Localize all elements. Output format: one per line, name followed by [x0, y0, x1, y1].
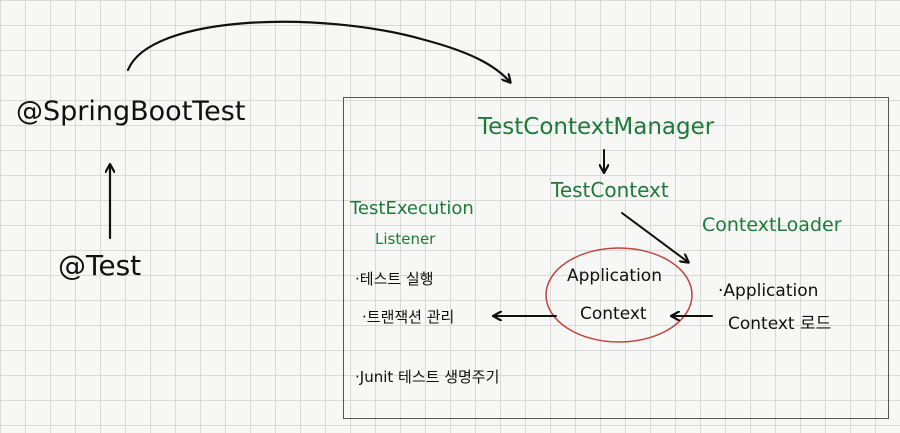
arrow-springboottest-to-frame [126, 20, 510, 82]
application-context-circle [545, 247, 693, 343]
test-context-label: TestContext [551, 178, 669, 202]
springboottest-label: @SpringBootTest [16, 96, 246, 127]
test-label: @Test [58, 249, 142, 282]
context-loader-label: ContextLoader [702, 214, 842, 236]
listener-item-transaction: ·트랜잭션 관리 [362, 308, 455, 326]
listener-item-junit-lifecycle: ·Junit 테스트 생명주기 [355, 368, 500, 386]
test-context-manager-label: TestContextManager [478, 114, 715, 140]
application-context-label-line1: Application [567, 266, 662, 286]
application-context-label-line2: Context [580, 304, 647, 324]
loader-note-line2: Context 로드 [728, 314, 832, 334]
listener-item-run-tests: ·테스트 실행 [355, 270, 434, 288]
test-execution-listener-label-line1: TestExecution [350, 198, 474, 219]
framework-frame [343, 97, 889, 419]
loader-note-line1: ·Application [718, 281, 819, 301]
arrow-context-to-application-context [621, 212, 688, 262]
test-execution-listener-label-line2: Listener [375, 230, 436, 248]
